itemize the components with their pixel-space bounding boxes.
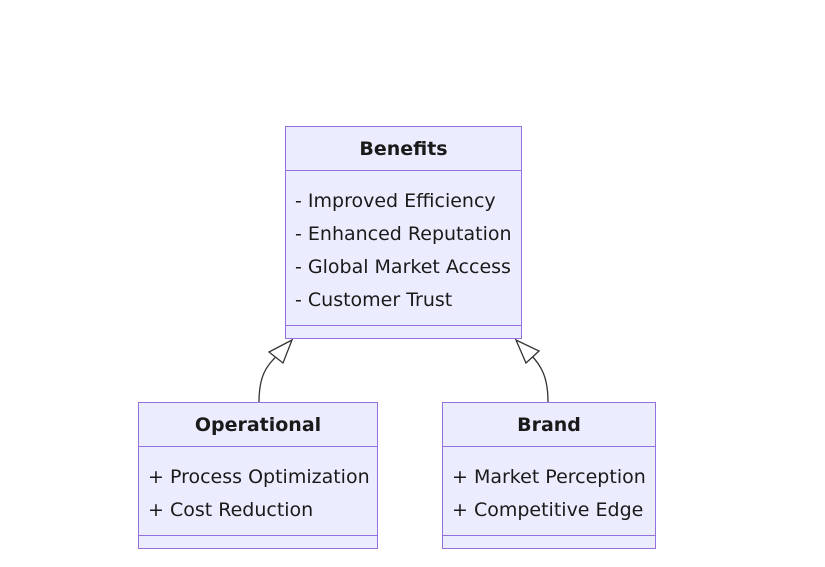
class-benefits: Benefits - Improved Efficiency - Enhance… bbox=[285, 126, 522, 339]
attribute-item: + Cost Reduction bbox=[148, 499, 314, 521]
class-attributes-operational: + Process Optimization + Cost Reduction bbox=[139, 447, 377, 536]
attribute-item: - Global Market Access bbox=[295, 256, 511, 278]
attribute-item: - Improved Efficiency bbox=[295, 190, 496, 212]
edge-operational-to-benefits bbox=[258, 353, 280, 403]
class-methods-brand bbox=[443, 536, 655, 549]
class-attributes-benefits: - Improved Efficiency - Enhanced Reputat… bbox=[286, 171, 521, 326]
attribute-item: - Enhanced Reputation bbox=[295, 223, 512, 245]
attribute-item: + Process Optimization bbox=[148, 466, 370, 488]
attribute-item: + Competitive Edge bbox=[452, 499, 644, 521]
class-title-operational: Operational bbox=[139, 403, 377, 447]
class-operational: Operational + Process Optimization + Cos… bbox=[138, 402, 378, 549]
class-title-brand: Brand bbox=[443, 403, 655, 447]
inheritance-arrowhead-brand bbox=[514, 338, 541, 365]
class-methods-benefits bbox=[286, 326, 521, 339]
attribute-item: - Customer Trust bbox=[295, 289, 453, 311]
edge-brand-to-benefits bbox=[529, 353, 549, 403]
attribute-item: + Market Perception bbox=[452, 466, 646, 488]
class-attributes-brand: + Market Perception + Competitive Edge bbox=[443, 447, 655, 536]
class-brand: Brand + Market Perception + Competitive … bbox=[442, 402, 656, 549]
class-methods-operational bbox=[139, 536, 377, 549]
class-title-benefits: Benefits bbox=[286, 127, 521, 171]
inheritance-arrowhead-operational bbox=[267, 338, 294, 365]
